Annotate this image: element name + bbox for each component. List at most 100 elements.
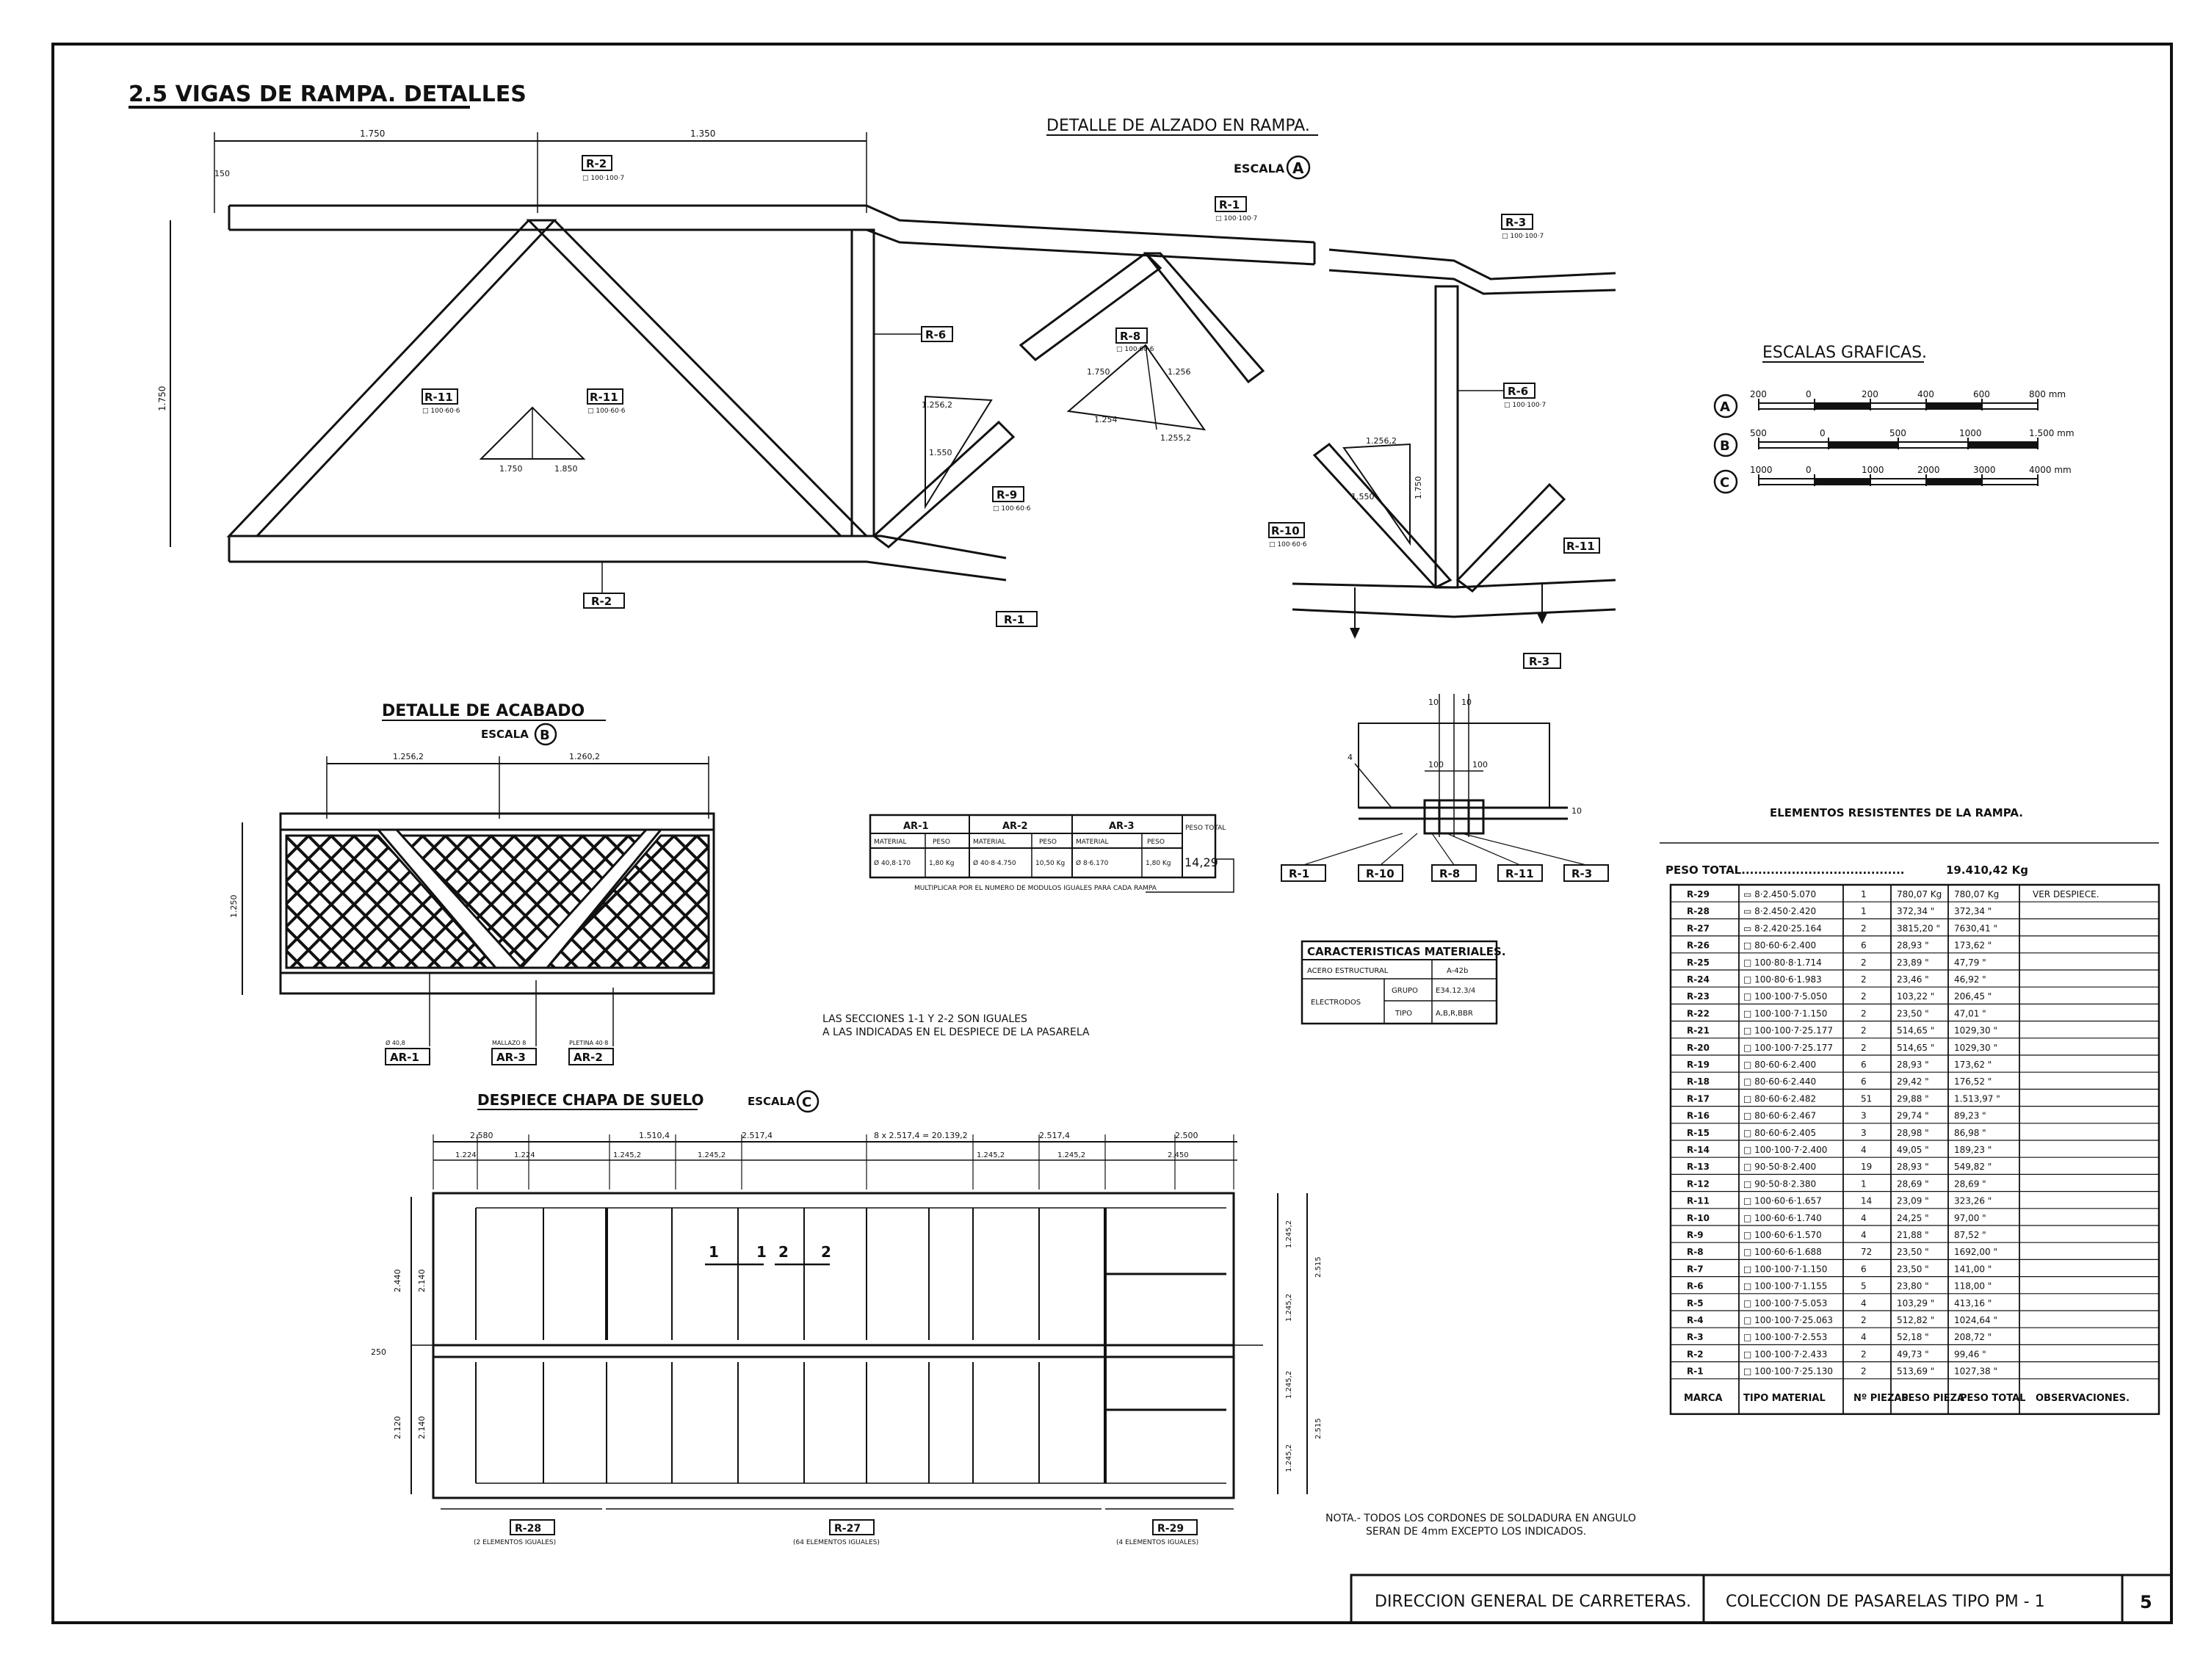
elementos-cell: 4: [1861, 1332, 1867, 1342]
scale-tick-label: 500: [1750, 428, 1767, 438]
alzado-title: DETALLE DE ALZADO EN RAMPA.: [1046, 117, 1310, 135]
elementos-cell: □ 100·60·6·1.740: [1743, 1213, 1822, 1223]
elementos-cell: 3: [1861, 1111, 1867, 1121]
elementos-cell: R-16: [1687, 1111, 1710, 1121]
elementos-cell: 514,65 ": [1897, 1026, 1934, 1036]
elementos-cell: 1027,38 ": [1954, 1366, 1997, 1377]
elementos-cell: R-27: [1687, 923, 1710, 933]
elementos-cell: 49,05 ": [1897, 1145, 1929, 1155]
elementos-cell: 47,01 ": [1954, 1008, 1986, 1018]
desp-right-2: 1.245,2: [1285, 1371, 1293, 1399]
sec-dim-side: 10: [1571, 806, 1582, 816]
tag-r11a-spec: □ 100·60·6: [422, 408, 460, 415]
acabado-scale-label: ESCALA: [481, 728, 529, 741]
ar-cell-5: Ø 8·6.170: [1076, 859, 1109, 867]
elementos-cell: □ 80·60·6·2.400: [1743, 941, 1816, 951]
tag-r2: R-2: [586, 157, 607, 170]
title-block: DIRECCION GENERAL DE CARRETERAS. COLECCI…: [1350, 1574, 2173, 1624]
elementos-cell: R-18: [1687, 1076, 1710, 1087]
elementos-cell: 28,93 ": [1897, 1162, 1929, 1172]
elementos-cell: 3815,20 ": [1897, 923, 1940, 933]
elementos-cell: 24,25 ": [1897, 1213, 1929, 1223]
elementos-cell: □ 100·100·7·25.130: [1743, 1366, 1833, 1377]
mat-r1-c: A-42b: [1447, 967, 1468, 975]
elementos-cell: 51: [1861, 1093, 1872, 1104]
elementos-cell: 189,23 ": [1954, 1145, 1992, 1155]
desp-right-1: 1.245,2: [1285, 1294, 1293, 1322]
elementos-cell: 19: [1861, 1162, 1872, 1172]
elementos-cell: 1.513,97 ": [1954, 1093, 2000, 1104]
elementos-cell: 6: [1861, 1060, 1867, 1070]
elementos-cell: □ 90·50·8·2.400: [1743, 1162, 1816, 1172]
materiales-title: CARACTERISTICAS MATERIALES.: [1307, 945, 1506, 958]
elementos-cell: 173,62 ": [1954, 941, 1992, 951]
tag-r8: R-8: [1120, 330, 1140, 343]
ar-h-2: AR-2: [1002, 821, 1028, 832]
materiales-table: CARACTERISTICAS MATERIALES. ACERO ESTRUC…: [1301, 940, 1506, 1025]
elementos-cell: R-2: [1687, 1349, 1704, 1359]
tag-r10-spec: □ 100·60·6: [1269, 541, 1307, 548]
acabado-tag-1: AR-1: [390, 1051, 419, 1064]
elementos-cell: 413,16 ": [1954, 1298, 1992, 1308]
elementos-cell: 28,69 ": [1954, 1178, 1986, 1189]
scale-row-letter: C: [1720, 475, 1729, 490]
sec-mark-1a: 1: [709, 1243, 719, 1261]
elementos-cell: 1: [1861, 1178, 1867, 1189]
elementos-cell: 2: [1861, 1349, 1867, 1359]
scale-b-letter: B: [540, 728, 550, 743]
mat-r2-a: ELECTRODOS: [1311, 999, 1361, 1007]
tag-r8-spec: □ 100·60·6: [1116, 346, 1154, 353]
acabado-tag-note: PLETINA 40·8: [569, 1040, 608, 1046]
desp-dim-sub: 1.224: [455, 1151, 477, 1159]
tag-r11b: R-11: [590, 391, 618, 404]
elementos-cell: 47,79 ": [1954, 957, 1986, 968]
scale-row-circle: [1713, 432, 1738, 457]
mat-r3-c: A,B,R,BBR: [1436, 1010, 1473, 1018]
tri-3: [1066, 344, 1207, 431]
elementos-header: PESO TOTAL: [1960, 1393, 2025, 1404]
elementos-cell: 28,98 ": [1897, 1128, 1929, 1138]
elementos-cell: 46,92 ": [1954, 974, 1986, 985]
elementos-header: MARCA: [1684, 1393, 1723, 1404]
mat-r2-c: E34.12.3/4: [1436, 987, 1475, 995]
elementos-cell: 5: [1861, 1281, 1867, 1292]
elementos-cell: 29,42 ": [1897, 1076, 1929, 1087]
elementos-cell: 4: [1861, 1213, 1867, 1223]
desp-dim-top: 8 x 2.517,4 = 20.139,2: [874, 1131, 968, 1140]
tag-r11a: R-11: [424, 391, 453, 404]
desp-dim-sub: 1.245,2: [698, 1151, 726, 1159]
elementos-cell: 513,69 ": [1897, 1366, 1934, 1377]
elementos-cell: 780,07 Kg: [1897, 889, 1942, 899]
sec-mark-2a: 2: [778, 1243, 789, 1261]
elementos-header: Nº PIEZAS: [1853, 1393, 1909, 1404]
elementos-cell: 1: [1861, 906, 1867, 916]
elementos-cell: ▭ 8·2.450·2.420: [1743, 906, 1816, 916]
nota-line-1: NOTA.- TODOS LOS CORDONES DE SOLDADURA E…: [1325, 1513, 1636, 1524]
elementos-cell: R-13: [1687, 1162, 1710, 1172]
scale-tick-label: 1000: [1862, 465, 1884, 475]
elementos-cell: R-9: [1687, 1230, 1704, 1240]
elementos-table: ELEMENTOS RESISTENTES DE LA RAMPA. PESO …: [1660, 806, 2160, 1416]
tri-4-dim-b: 1.550: [1351, 492, 1375, 502]
elementos-cell: □ 100·100·7·2.400: [1743, 1145, 1827, 1155]
elementos-cell: □ 100·100·7·1.155: [1743, 1281, 1827, 1292]
despiece-tag-note: (64 ELEMENTOS IGUALES): [793, 1539, 880, 1546]
desp-dim-top: 2.517,4: [1039, 1131, 1070, 1140]
elementos-cell: 3: [1861, 1128, 1867, 1138]
ar-h-4: PESO TOTAL: [1185, 825, 1226, 832]
elementos-cell: R-7: [1687, 1264, 1704, 1274]
acabado-dim-h: 1.250: [229, 895, 239, 919]
elementos-cell: 2: [1861, 1366, 1867, 1377]
desp-left-4: 250: [371, 1347, 386, 1357]
elementos-cell: R-1: [1687, 1366, 1704, 1377]
dim-left: 1.750: [360, 128, 385, 139]
elementos-cell: 206,45 ": [1954, 991, 1992, 1002]
ar-cell-6: 1,80 Kg: [1146, 860, 1171, 867]
scale-bar: [1758, 478, 2039, 485]
seccion-tag-1: R-1: [1289, 867, 1309, 880]
elementos-header: TIPO MATERIAL: [1743, 1393, 1826, 1404]
elementos-cell: 2: [1861, 957, 1867, 968]
scale-tick-label: 500: [1889, 428, 1906, 438]
mat-r1-a: ACERO ESTRUCTURAL: [1307, 967, 1389, 975]
acabado-dim-b: 1.260,2: [569, 752, 600, 761]
